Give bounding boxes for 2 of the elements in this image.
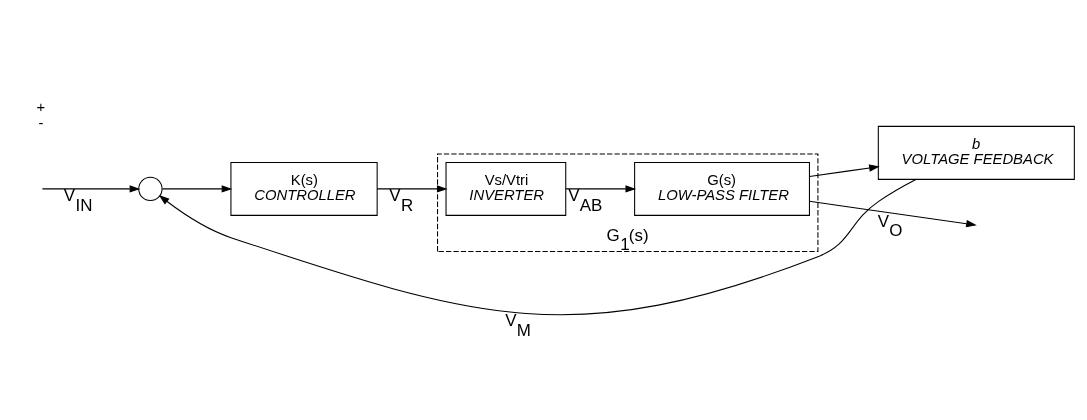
node-label: + — [36, 98, 46, 115]
node-label: - — [38, 114, 44, 131]
